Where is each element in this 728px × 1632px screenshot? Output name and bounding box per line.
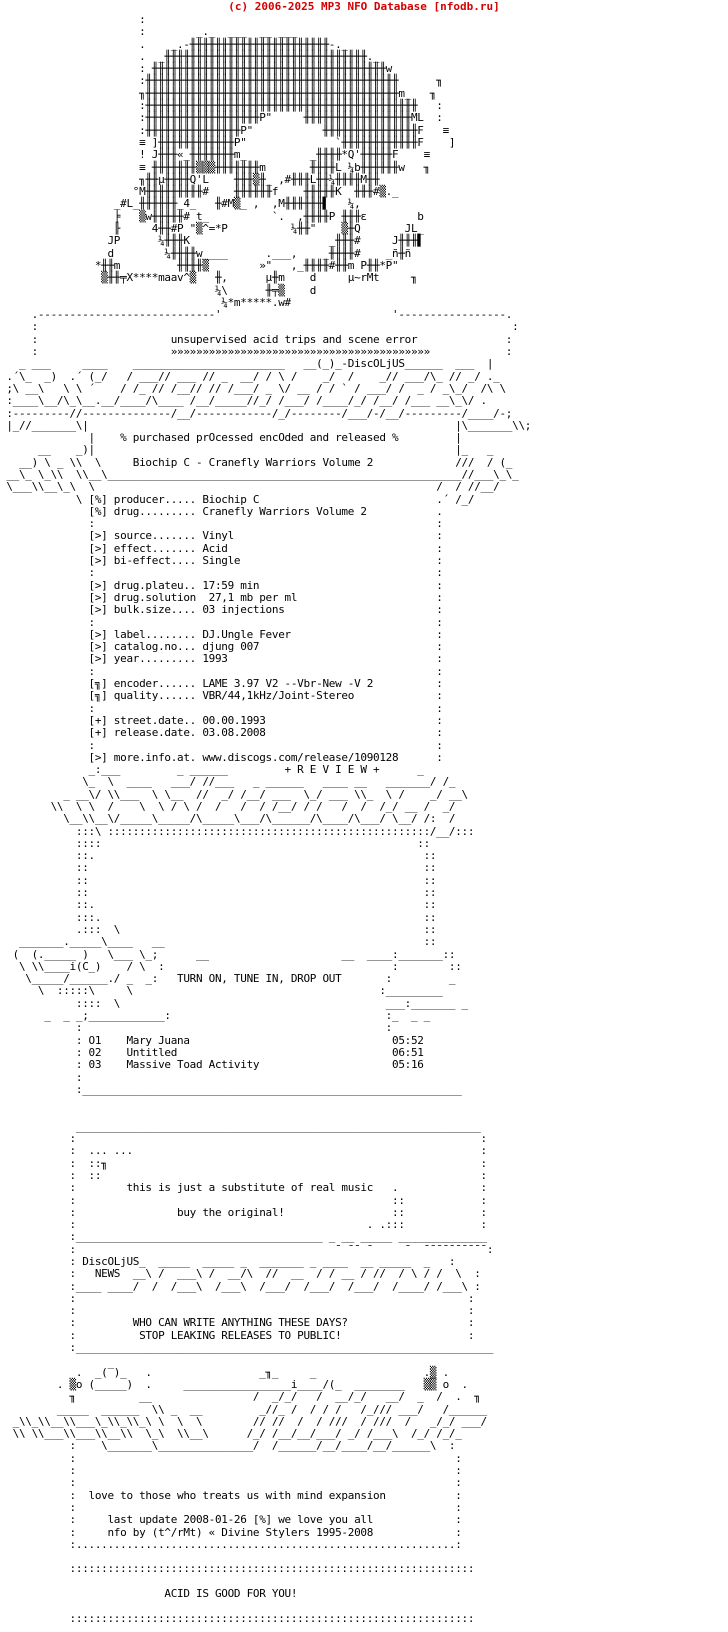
nfo-text: : : _._ ___ __ ___ . _.-╫╫╫╫╫╫╫╫╫╫╫╫╫╫╫╫… (6, 14, 532, 1625)
site-header: (c) 2006-2025 MP3 NFO Database [nfodb.ru… (228, 0, 500, 13)
